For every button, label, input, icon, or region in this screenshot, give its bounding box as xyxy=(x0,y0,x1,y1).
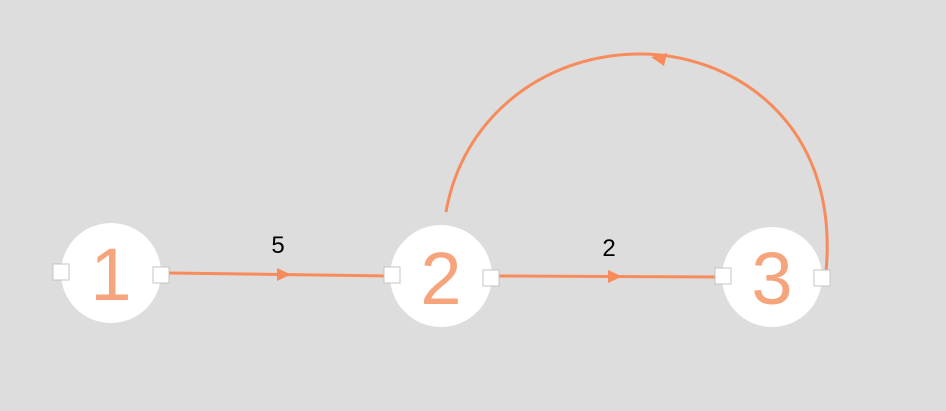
edge-line[interactable] xyxy=(444,52,829,273)
node-label: 2 xyxy=(420,237,461,320)
edge-arrowhead xyxy=(608,270,622,283)
node-circle[interactable] xyxy=(61,223,161,323)
node-3-output-port[interactable] xyxy=(813,269,831,287)
node-1[interactable]: 1 xyxy=(52,223,170,323)
node-2-input-port[interactable] xyxy=(383,266,401,284)
node-1-output-port[interactable] xyxy=(152,266,170,284)
node-circle[interactable] xyxy=(390,225,492,327)
node-label: 1 xyxy=(90,233,131,316)
edge-label: 2 xyxy=(602,235,615,262)
edge-arrowhead xyxy=(277,268,291,281)
node-label: 3 xyxy=(751,237,792,320)
edge-1-to-2[interactable]: 5 xyxy=(167,232,393,281)
node-2-output-port[interactable] xyxy=(482,269,500,287)
node-3-input-port[interactable] xyxy=(714,267,732,285)
node-circle[interactable] xyxy=(722,227,822,327)
edge-arrowhead xyxy=(651,53,667,66)
edge-label: 5 xyxy=(271,232,284,259)
edge-3-to-2[interactable] xyxy=(444,52,829,273)
node-1-input-port[interactable] xyxy=(52,263,70,281)
edges-layer: 5 2 xyxy=(167,52,829,283)
nodes-layer: 1 2 3 xyxy=(52,223,831,327)
edge-2-to-3[interactable]: 2 xyxy=(498,235,724,283)
node-3[interactable]: 3 xyxy=(714,227,831,327)
node-2[interactable]: 2 xyxy=(383,225,500,327)
